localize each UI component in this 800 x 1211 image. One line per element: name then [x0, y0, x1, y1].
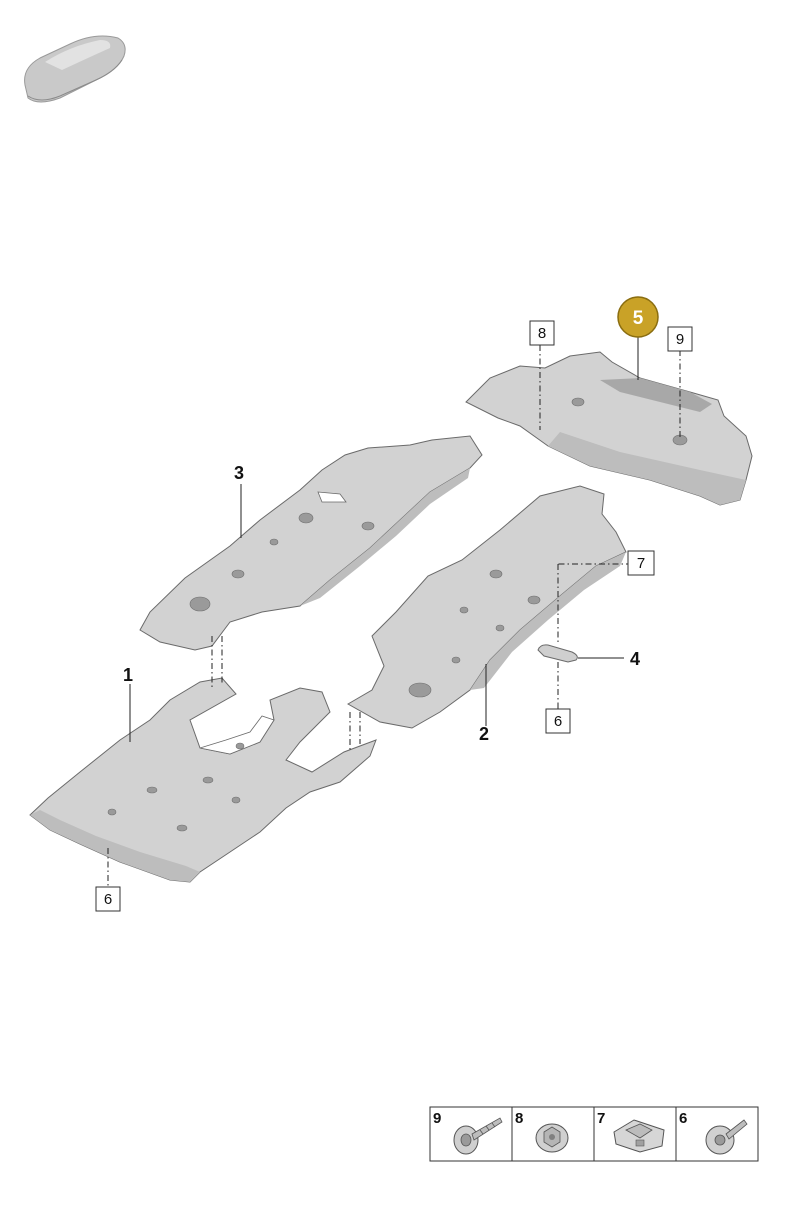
washer-screw-icon — [705, 1119, 748, 1155]
callout-part-3: 3 — [234, 463, 244, 483]
svg-text:6: 6 — [104, 891, 112, 908]
boxed-label-6-left: 6 — [95, 886, 121, 912]
svg-text:7: 7 — [597, 1110, 605, 1127]
legend-cell-6: 6 — [679, 1110, 748, 1155]
legend-cell-9: 9 — [433, 1110, 503, 1155]
svg-text:9: 9 — [676, 331, 684, 348]
self-tapping-screw-icon — [453, 1117, 503, 1155]
callout-part-1: 1 — [123, 665, 133, 685]
legend-cell-7: 7 — [597, 1110, 665, 1153]
boxed-label-7: 7 — [627, 550, 655, 576]
clip-nut-icon — [613, 1119, 665, 1153]
hardware-legend-table: 9 8 7 6 — [429, 1106, 759, 1162]
svg-text:9: 9 — [433, 1110, 441, 1127]
leader-lines — [129, 336, 639, 742]
boxed-label-8: 8 — [529, 320, 555, 346]
svg-text:6: 6 — [679, 1110, 687, 1127]
middle-right-underbody-panel — [346, 485, 627, 729]
car-thumbnail-icon — [24, 35, 126, 103]
svg-text:8: 8 — [515, 1110, 523, 1127]
boxed-label-9: 9 — [667, 326, 693, 352]
flange-nut-icon — [535, 1123, 569, 1153]
svg-text:8: 8 — [538, 325, 546, 342]
assembly-lines — [107, 345, 681, 888]
middle-left-underbody-panel — [139, 435, 483, 651]
callout-part-5: 5 — [633, 308, 644, 329]
callout-part-2: 2 — [479, 724, 489, 744]
svg-text:6: 6 — [554, 713, 562, 730]
boxed-label-6-right: 6 — [545, 708, 571, 734]
callout-part-5-highlight[interactable]: 5 — [617, 296, 659, 338]
rear-underbody-shield — [465, 351, 753, 506]
front-underbody-panel — [29, 677, 377, 883]
callout-part-4: 4 — [630, 649, 640, 669]
legend-cell-8: 8 — [515, 1110, 569, 1153]
svg-text:7: 7 — [637, 555, 645, 572]
small-mounting-strip — [537, 644, 578, 663]
